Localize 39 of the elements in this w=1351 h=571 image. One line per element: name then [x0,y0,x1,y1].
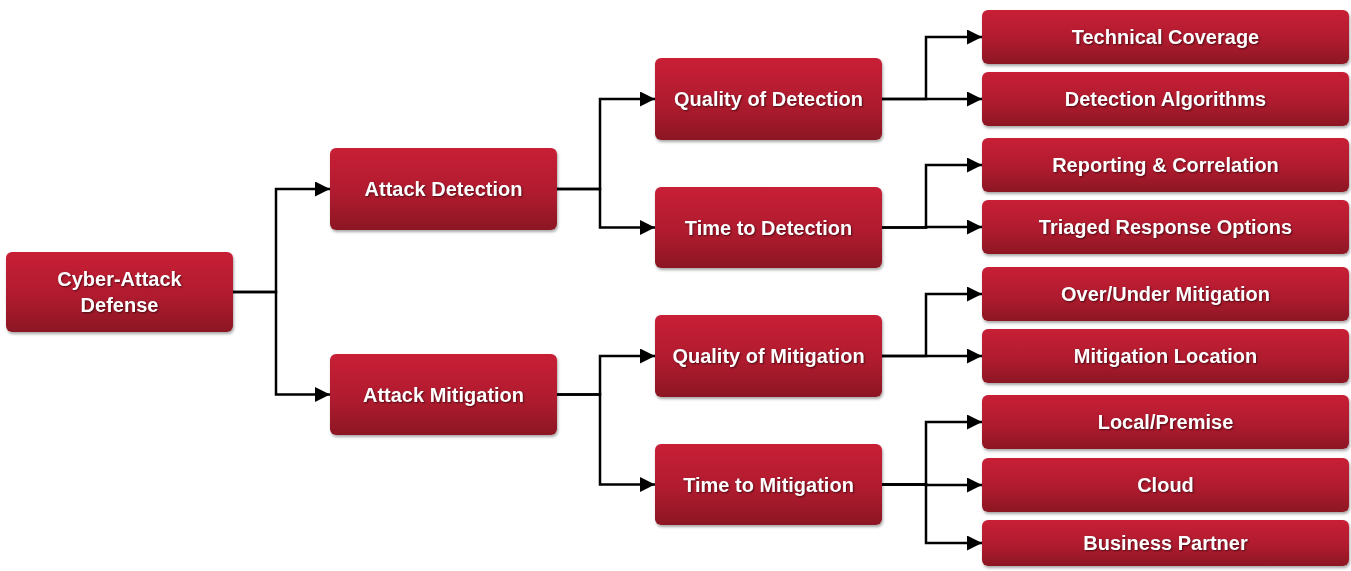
category-box [982,458,1349,512]
connector-arrow [882,483,982,551]
connector-arrow [882,348,982,364]
box-label: Cyber-Attack Defense [56,267,183,318]
category-box [655,315,882,397]
box-label: Business Partner [1083,531,1248,556]
box-label: Cloud [1137,473,1194,498]
box-label: Quality of Mitigation [672,344,865,369]
box-label: Attack Detection [364,177,523,202]
box-label: Quality of Detection [674,87,863,112]
box-label: Attack Mitigation [362,382,525,408]
category-box [982,10,1349,64]
box-label: Detection Algorithms [1064,87,1267,112]
connector-arrow [557,187,655,235]
box-label: Time to Mitigation [683,472,854,498]
box-label: Mitigation Location [1073,344,1258,369]
box-label: Time to Detection [684,215,853,241]
category-box [982,200,1349,254]
box-label: Local/Premise [1097,410,1234,435]
category-box [655,187,882,268]
box-label: Triaged Response Options [1038,215,1293,240]
category-box [330,148,557,230]
category-box [982,395,1349,449]
box-label: Technical Coverage [1071,25,1260,50]
category-box [982,267,1349,321]
box-label: Over/Under Mitigation [1061,282,1270,307]
connector-arrow [882,91,982,107]
connector-arrow [557,393,655,492]
category-box [6,252,233,332]
connector-arrow [233,290,330,402]
connector-arrow [882,219,982,235]
box-label: Reporting & Correlation [1052,153,1279,178]
category-box [655,58,882,140]
category-box [982,138,1349,192]
category-box [982,520,1349,566]
category-box [982,72,1349,126]
category-box [982,329,1349,383]
category-box [655,444,882,525]
category-box [330,354,557,435]
